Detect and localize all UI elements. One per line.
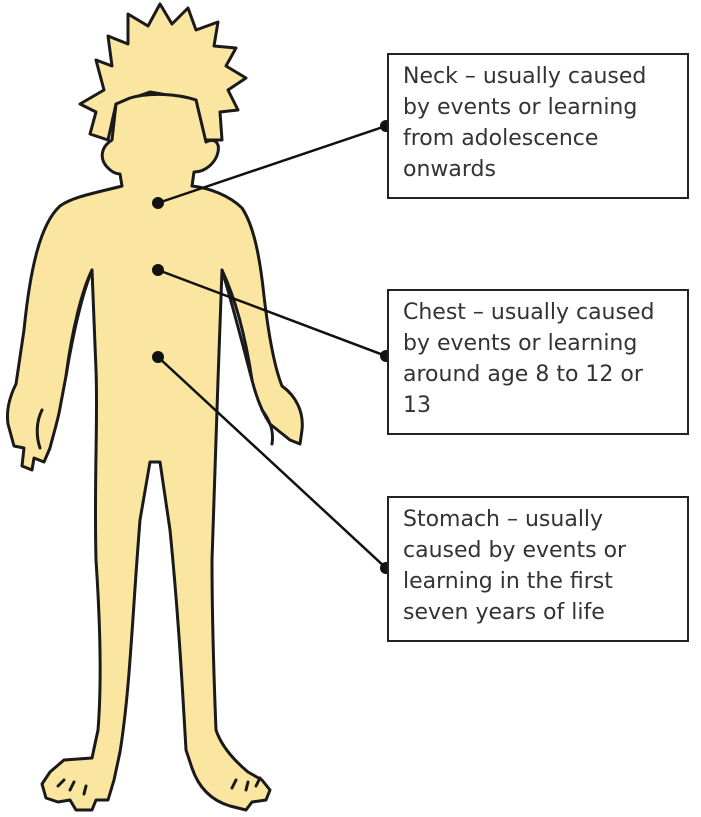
- stomach-body-dot: [152, 351, 164, 363]
- stomach-callout-box: Stomach – usually caused by events or le…: [387, 496, 689, 642]
- chest-callout-box: Chest – usually caused by events or lear…: [387, 289, 689, 435]
- neck-body-dot: [152, 197, 164, 209]
- stomach-callout-text: Stomach – usually caused by events or le…: [403, 507, 626, 625]
- neck-callout-box: Neck – usually caused by events or learn…: [387, 53, 689, 199]
- child-silhouette: [7, 4, 302, 810]
- neck-callout-text: Neck – usually caused by events or learn…: [403, 64, 646, 182]
- chest-body-dot: [152, 264, 164, 276]
- chest-callout-text: Chest – usually caused by events or lear…: [403, 300, 654, 418]
